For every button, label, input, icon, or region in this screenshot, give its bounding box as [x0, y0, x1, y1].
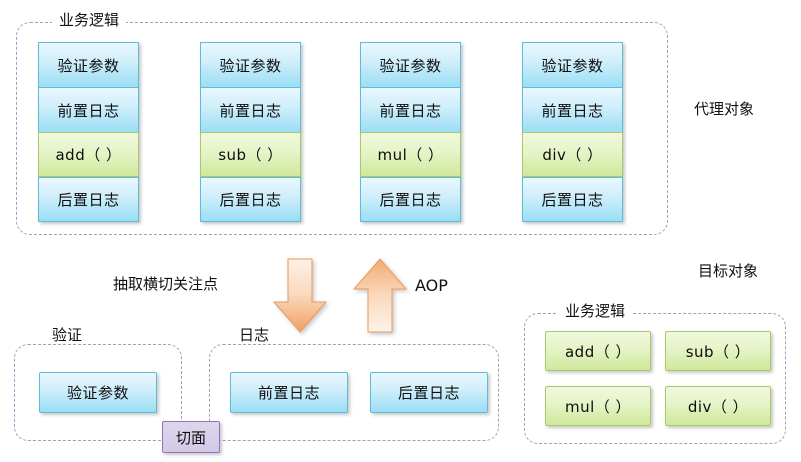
target-object-group: [524, 313, 786, 444]
target-method-sub: sub（ ）: [665, 331, 771, 371]
proxy-cell-after-log: 后置日志: [522, 177, 623, 222]
proxy-cell-after-log: 后置日志: [200, 177, 301, 222]
proxy-cell-validate-params: 验证参数: [360, 42, 461, 87]
aspect-item-validate-params: 验证参数: [39, 372, 157, 413]
aspect-badge: 切面: [162, 421, 220, 453]
aspect-log-title: 日志: [232, 327, 277, 344]
proxy-cell-validate-params: 验证参数: [200, 42, 301, 87]
proxy-cell-before-log: 前置日志: [522, 87, 623, 132]
proxy-object-group: [16, 22, 668, 235]
extract-concerns-label: 抽取横切关注点: [113, 275, 219, 293]
target-method-add: add（ ）: [545, 331, 651, 371]
proxy-cell-method: mul（ ）: [360, 132, 461, 177]
proxy-column-div: 验证参数 前置日志 div（ ） 后置日志: [522, 42, 623, 222]
proxy-cell-before-log: 前置日志: [200, 87, 301, 132]
proxy-column-add: 验证参数 前置日志 add（ ） 后置日志: [38, 42, 139, 222]
proxy-column-mul: 验证参数 前置日志 mul（ ） 后置日志: [360, 42, 461, 222]
proxy-cell-validate-params: 验证参数: [522, 42, 623, 87]
aspect-validate-title: 验证: [45, 327, 90, 344]
proxy-group-title: 业务逻辑: [52, 12, 127, 29]
aspect-validate-group: [14, 344, 182, 441]
proxy-cell-method: div（ ）: [522, 132, 623, 177]
aop-label: AOP: [415, 276, 448, 295]
proxy-column-sub: 验证参数 前置日志 sub（ ） 后置日志: [200, 42, 301, 222]
proxy-cell-before-log: 前置日志: [38, 87, 139, 132]
proxy-cell-method: add（ ）: [38, 132, 139, 177]
target-method-div: div（ ）: [665, 386, 771, 426]
proxy-cell-after-log: 后置日志: [38, 177, 139, 222]
up-arrow-icon: [352, 258, 408, 333]
down-arrow-icon: [272, 258, 328, 333]
proxy-cell-method: sub（ ）: [200, 132, 301, 177]
proxy-cell-before-log: 前置日志: [360, 87, 461, 132]
aspect-item-before-log: 前置日志: [230, 372, 348, 413]
target-method-mul: mul（ ）: [545, 386, 651, 426]
target-object-label: 目标对象: [698, 262, 759, 280]
proxy-object-label: 代理对象: [694, 100, 755, 118]
aspect-item-after-log: 后置日志: [370, 372, 488, 413]
aspect-log-group: [209, 344, 499, 441]
proxy-cell-validate-params: 验证参数: [38, 42, 139, 87]
target-group-title: 业务逻辑: [558, 303, 633, 320]
proxy-cell-after-log: 后置日志: [360, 177, 461, 222]
